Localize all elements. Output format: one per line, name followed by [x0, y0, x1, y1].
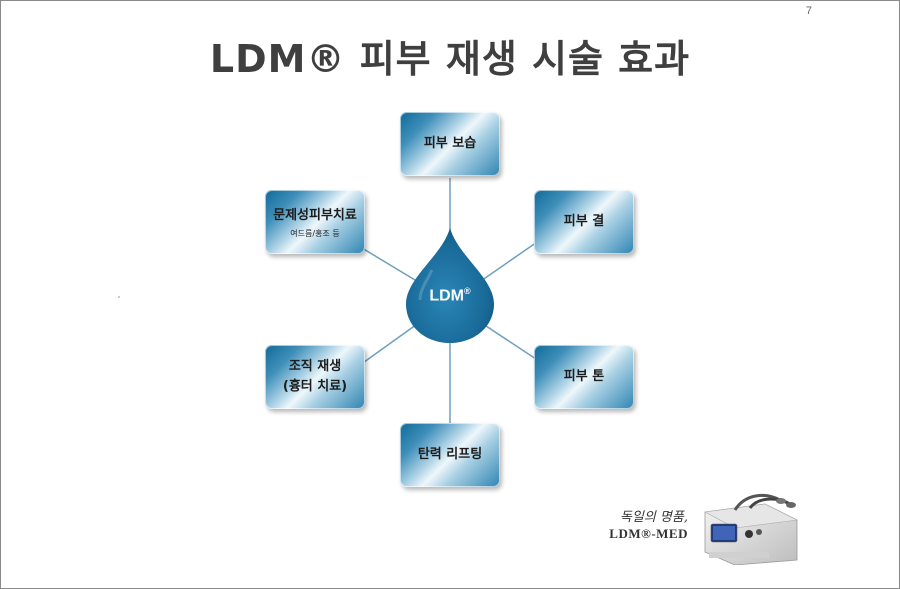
node-sublabel: 여드름/홍조 등	[290, 228, 340, 238]
drop-label-text: LDM	[429, 287, 464, 305]
node-label: 피부 보습	[423, 136, 477, 151]
node-skin-moisture: 피부 보습	[400, 112, 500, 176]
node-skin-tone: 피부 톤	[534, 345, 634, 409]
page-title: LDM® 피부 재생 시술 효과	[209, 37, 691, 81]
node-label: 탄력 리프팅	[417, 447, 483, 462]
node-label: 피부 결	[563, 214, 605, 229]
node-label: 피부 톤	[563, 369, 605, 384]
connector-top-left	[361, 247, 421, 284]
water-drop-icon	[406, 228, 494, 343]
scan-speck	[118, 296, 120, 298]
ldm-device-icon	[704, 493, 799, 565]
connector-bottom-left	[359, 321, 421, 366]
node-label-line1: 조직 재생	[288, 359, 342, 374]
node-elastic-lifting: 탄력 리프팅	[400, 423, 500, 487]
node-label: 문제성피부치료	[273, 207, 357, 223]
footer-slogan: 독일의 명품,	[619, 510, 688, 525]
drop-label: LDM®	[407, 286, 493, 305]
page-number: 7	[805, 5, 812, 17]
node-tissue-regeneration: 조직 재생 (흉터 치료)	[265, 345, 365, 409]
node-problem-skin: 문제성피부치료 여드름/홍조 등	[265, 190, 365, 254]
connector-top-right	[477, 239, 541, 284]
node-label-line2: (흉터 치료)	[282, 379, 348, 394]
drop-label-mark: ®	[464, 286, 471, 296]
node-skin-texture: 피부 결	[534, 190, 634, 254]
footer-brand: LDM®-MED	[609, 526, 688, 541]
